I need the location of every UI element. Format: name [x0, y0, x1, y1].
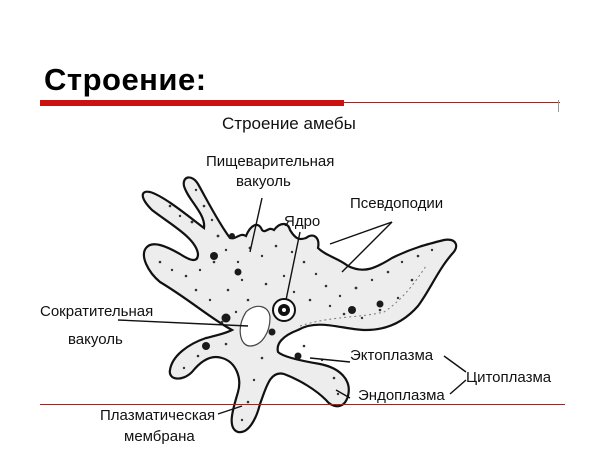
nucleus — [272, 298, 296, 322]
label-nucleus: Ядро — [284, 213, 321, 230]
label-ectoplasm: Эктоплазма — [350, 347, 434, 364]
label-contractile-vacuole-line1: Сократительная — [40, 303, 154, 320]
label-contractile-vacuole-line2: вакуоль — [68, 331, 123, 348]
title-accent-bar — [40, 100, 344, 106]
label-digestive-vacuole-line2: вакуоль — [236, 173, 291, 190]
label-digestive-vacuole-line1: Пищеварительная — [206, 153, 335, 170]
title-line-tick — [558, 100, 559, 112]
title-underline — [40, 102, 560, 103]
label-cytoplasm: Цитоплазма — [466, 369, 552, 386]
diagram-title: Строение амебы — [222, 114, 356, 133]
footer-line — [40, 404, 565, 405]
label-plasma-membrane-line2: мембрана — [124, 428, 195, 445]
label-endoplasm: Эндоплазма — [358, 387, 445, 404]
amoeba-body — [141, 176, 458, 434]
label-plasma-membrane-line1: Плазматическая — [100, 407, 216, 424]
contractile-vacuole — [239, 305, 271, 347]
label-pseudopodia: Псевдоподии — [350, 195, 444, 212]
leader-lines — [117, 197, 467, 415]
slide-title: Строение: — [44, 62, 207, 97]
ectoplasm-boundary — [299, 265, 427, 327]
digestive-vacuoles — [202, 233, 384, 360]
